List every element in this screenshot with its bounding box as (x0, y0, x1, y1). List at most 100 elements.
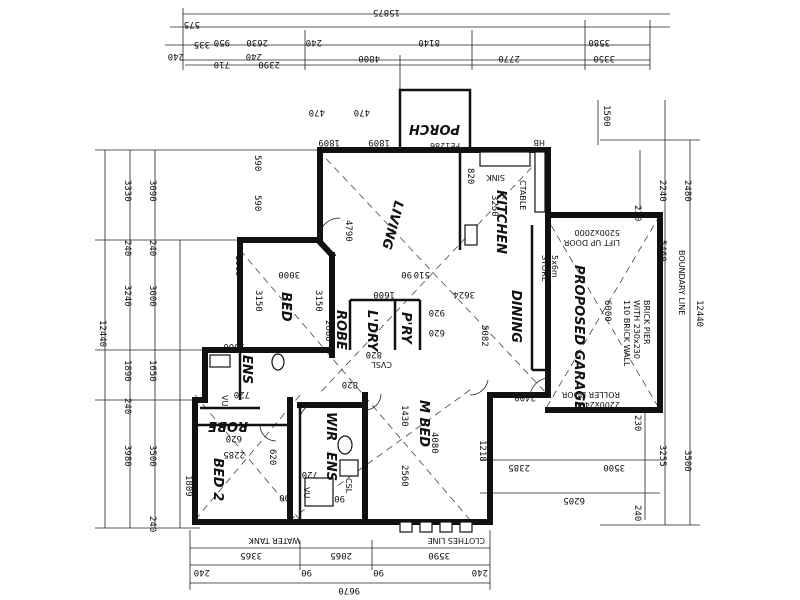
room-ldry: L'DRY (364, 310, 379, 353)
dim-top-12: 240 (246, 51, 262, 61)
dim-top-16: 470 (354, 107, 370, 117)
dim-inner-16: 4080 (429, 432, 439, 454)
dim-inner-1: 1809 (368, 137, 390, 147)
note-vu2: VU (302, 487, 311, 498)
dimension-texts-top: 15875 575 8140 3580 240 2630 950 4800 27… (168, 7, 615, 117)
note-brick-wall-3: BRICK PIER (642, 300, 651, 345)
dim-left-6: 1890 (122, 360, 132, 382)
dim-top-14: 335 (194, 39, 210, 49)
dim-right-0: 2480 (682, 180, 692, 202)
walls (192, 88, 663, 525)
dim-bottom-0: 3365 (240, 550, 262, 560)
dim-left-12: 590 (252, 155, 262, 171)
room-bed3: BED (278, 292, 293, 322)
dim-inner-18: 1600 (223, 341, 245, 351)
room-dining: DINING (508, 290, 523, 343)
dim-top-5: 2630 (246, 37, 268, 47)
dim-inner-13: 6000 (602, 300, 612, 322)
dim-top-4: 240 (306, 37, 322, 47)
dim-inner-15: 2560 (399, 465, 409, 487)
dim-inner-33: 90 (334, 493, 345, 503)
note-brick-wall-1: 110 BRICK WALL (622, 300, 631, 367)
dimension-lines-right (597, 100, 700, 526)
dim-inner-4: 4790 (343, 220, 353, 242)
dimension-texts-left: 12440 3330 3090 240 3240 3000 1890 1650 … (97, 155, 262, 532)
dim-left-4: 3240 (122, 285, 132, 307)
dim-left-3: 240 (122, 240, 132, 256)
dim-right-1: 2240 (657, 180, 667, 202)
dim-inner-14: 1430 (399, 405, 409, 427)
dim-inner-3: 1809 (183, 475, 193, 497)
dim-left-5: 3000 (147, 285, 157, 307)
note-water-tank: WATER TANK (248, 536, 300, 545)
dim-inner-12: 5082 (479, 325, 489, 347)
note-sd18: SD18 (497, 390, 518, 399)
dim-left-9: 3980 (122, 445, 132, 467)
dim-right-4: 12440 (694, 300, 704, 327)
note-store: STORE (540, 255, 549, 282)
dim-top-6: 950 (214, 37, 230, 47)
dim-top-13: 240 (168, 51, 184, 61)
room-garage: PROPOSED GARAGE (571, 265, 586, 410)
room-ens2: ENS (323, 452, 338, 481)
dim-right-7: 230 (632, 205, 642, 221)
dimension-lines-top (165, 8, 670, 90)
note-roller-size: 2200x2400 (575, 400, 620, 409)
dim-inner-27: 620 (429, 327, 445, 337)
dim-inner-23: 820 (366, 349, 382, 359)
dim-bottom-1: 2065 (330, 550, 352, 560)
dim-bottom-8: 6205 (563, 495, 585, 505)
note-fe: FE1286 (430, 141, 460, 150)
dim-top-2: 8140 (418, 37, 440, 47)
note-lift-door-1: LIFT UP DOOR (563, 238, 620, 247)
room-living: LIVING (378, 199, 405, 251)
note-ctable: CTABLE (518, 180, 527, 210)
dim-left-13: 590 (252, 195, 262, 211)
dim-bottom-10: 3500 (603, 462, 625, 472)
room-kitchen: KITCHEN (493, 190, 508, 254)
dimension-texts-bottom: 3365 2065 3590 9670 240 240 90 90 6205 2… (194, 462, 625, 595)
dim-left-8: 240 (122, 398, 132, 414)
dim-top-0: 15875 (373, 7, 400, 17)
dim-inner-2: 1809 (233, 255, 243, 277)
dim-bottom-4: 240 (194, 567, 210, 577)
dim-bottom-6: 90 (301, 567, 312, 577)
dim-inner-28: 620 (226, 433, 242, 443)
room-robe2: ROBE (208, 418, 248, 433)
dim-left-14: 240 (147, 240, 157, 256)
dim-top-3: 3580 (588, 37, 610, 47)
note-clothes-line: CLOTHES LINE (428, 536, 486, 545)
dim-inner-9: 1600 (373, 289, 395, 299)
dim-top-1: 575 (184, 19, 200, 29)
dim-right-2: 1500 (601, 105, 611, 127)
dim-inner-21: 3250 (489, 195, 499, 217)
dim-inner-0: 1809 (318, 137, 340, 147)
dimension-texts-inner: 1809 1809 1809 1809 4790 3000 3150 3150 … (183, 137, 612, 503)
dimension-lines-bottom (189, 459, 660, 590)
dim-inner-17: 90 (401, 269, 412, 279)
dim-bottom-9: 2385 (508, 462, 530, 472)
dim-left-1: 3330 (122, 180, 132, 202)
dim-inner-10: 510 (414, 269, 430, 279)
dim-bottom-7: 90 (373, 567, 384, 577)
note-store-size: 5x6m (550, 255, 559, 278)
dim-bottom-2: 3590 (428, 550, 450, 560)
dim-inner-32: 90 (279, 492, 290, 502)
dim-inner-8: 2680 (323, 320, 333, 342)
plan-notes: 110 BRICK WALL WITH 230x230 BRICK PIER B… (220, 138, 686, 545)
note-brick-wall-2: WITH 230x230 (632, 300, 641, 359)
dim-right-8: 230 (632, 415, 642, 431)
fixtures (209, 151, 549, 533)
dim-top-10: 2390 (258, 59, 280, 69)
dim-inner-26: 920 (429, 307, 445, 317)
note-hb: HB (533, 138, 545, 147)
note-lift-door-2: 5200x2000 (575, 228, 620, 237)
dim-top-8: 2770 (498, 53, 520, 63)
dim-left-11: 240 (147, 516, 157, 532)
dim-inner-11: 3624 (453, 289, 475, 299)
room-porch: PORCH (409, 121, 460, 136)
dim-top-11: 710 (214, 59, 230, 69)
note-sink: SINK (486, 173, 505, 182)
dim-top-7: 4800 (358, 53, 380, 63)
